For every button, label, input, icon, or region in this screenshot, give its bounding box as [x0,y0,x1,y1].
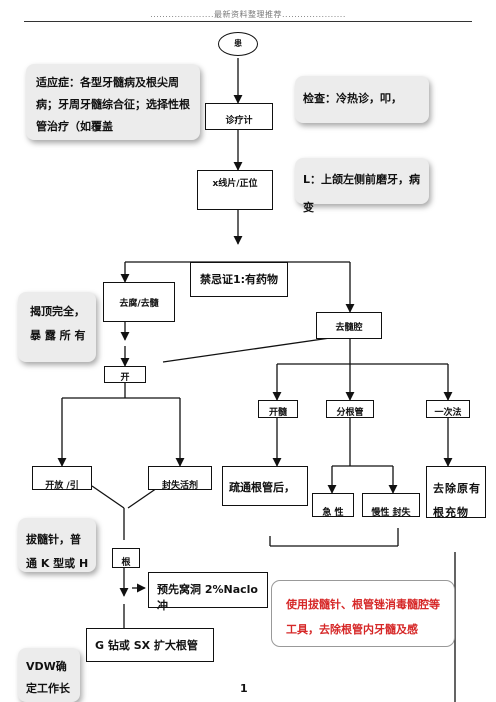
treatment-plan-box: 诊疗计 [205,103,273,130]
xray-box: x线片/正位 [197,170,273,210]
irrigation-note: 预先窝洞 2%Naclo 冲 [148,572,268,612]
pulp-chamber-box: 去髓腔 [316,312,382,339]
root-canal-box: 根 [112,548,140,568]
uncover-note: 揭顶完全，暴 露 所 有 [18,292,96,362]
one-visit-box: 一次法 [426,400,470,418]
devitalize-box: 封失活剂 [148,466,212,491]
split-canal-box: 分根管 [326,400,374,418]
exam-note: 检查：冷热诊，叩， [295,76,429,123]
indication-note: 适应症：各型牙髓病及根尖周病；牙周牙髓综合征；选择性根管治疗（如覆盖 [26,64,200,140]
open-box: 开 [104,366,146,383]
instrument-note: 使用拔髓针、根管锉消毒髓腔等工具，去除根管内牙髓及感 [271,580,455,647]
dredge-note: 疏通根管后， [222,466,308,506]
start-node: 患 [218,32,258,56]
acute-box: 急 性 [312,493,354,518]
remove-decay-box: 去腐/去髓 [103,282,175,322]
working-length-note: VDW确定工作长 [18,648,80,702]
lesion-note: L：上颌左侧前磨牙，病变 [295,158,429,214]
page-header: .....................最新资料整理推荐...........… [150,10,346,19]
open-pulp-box: 开髓 [258,400,298,418]
drill-note: G 钻或 SX 扩大根管 [86,628,214,662]
drain-box: 开放 /引 [32,466,92,491]
pull-pulp-note: 拔髓针，普通 K 型或 H [18,518,96,572]
page-number: 1 [240,682,248,695]
chronic-box: 慢性 封失 [362,493,420,518]
contraindication-box: 禁忌证1:有药物 [190,262,288,297]
remove-filling-note: 去除原有根充物 [426,466,486,519]
header-rule [24,21,472,22]
